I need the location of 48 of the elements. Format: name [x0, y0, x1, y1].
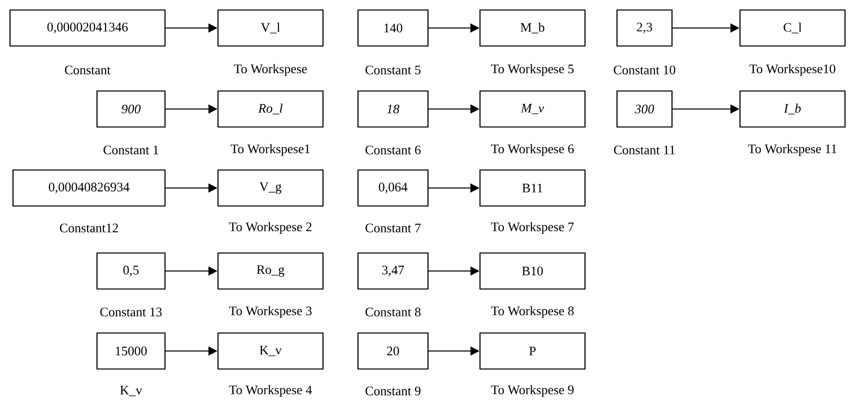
workspace-block: P: [479, 332, 586, 370]
constant-block: 0,00002041346: [9, 9, 166, 47]
block-label: To Workspese 11: [748, 144, 836, 156]
constant-block: 0,5: [96, 252, 166, 290]
block-label: Constant 10: [614, 66, 676, 74]
block-label: To Workspese10: [750, 64, 836, 76]
block-label: Constant 13: [100, 308, 162, 316]
block-label: To Workspese 4: [229, 385, 312, 397]
block-label: Constant12: [60, 224, 118, 232]
block-label: Constant 5: [366, 66, 420, 74]
block-label: Constant 11: [614, 146, 675, 154]
block-label: To Workspese 5: [491, 64, 574, 76]
constant-block: 140: [357, 9, 429, 47]
workspace-block: B10: [479, 252, 586, 290]
block-label: To Workspese 2: [229, 222, 312, 234]
constant-block: 900: [96, 90, 166, 128]
block-label: Constant: [64, 66, 111, 74]
block-label: To Workspese 6: [491, 144, 574, 156]
workspace-block: K_v: [217, 332, 324, 370]
workspace-block: B11: [479, 169, 586, 207]
constant-block: 300: [616, 90, 673, 128]
block-label: To Workspese 7: [491, 222, 574, 234]
block-label: Constant 1: [104, 146, 158, 154]
workspace-block: V_l: [217, 9, 324, 47]
workspace-block: Ro_g: [217, 252, 324, 290]
block-label: Constant 6: [366, 146, 421, 154]
workspace-block: M_v: [479, 90, 586, 128]
block-label: To Workspese: [234, 64, 307, 76]
constant-block: 2,3: [616, 9, 673, 47]
constant-block: 15000: [96, 332, 166, 370]
block-label: To Workspese1: [230, 144, 310, 156]
workspace-block: V_g: [217, 169, 324, 207]
constant-block: 0,064: [357, 169, 429, 207]
workspace-block: M_b: [479, 9, 586, 47]
constant-block: 18: [357, 90, 429, 128]
block-label: K_v: [120, 386, 142, 396]
constant-block: 20: [357, 332, 429, 370]
workspace-block: C_l: [739, 9, 846, 47]
block-label: Constant 9: [366, 386, 420, 396]
workspace-block: I_b: [739, 90, 846, 128]
block-label: To Workspese 8: [491, 306, 574, 318]
constant-block: 0,00040826934: [12, 169, 166, 207]
workspace-block: Ro_l: [217, 90, 324, 128]
constant-block: 3,47: [357, 252, 429, 290]
block-label: To Workspese 9: [491, 385, 574, 397]
block-label: To Workspese 3: [229, 306, 312, 318]
block-label: Constant 8: [366, 308, 420, 316]
block-label: Constant 7: [366, 224, 421, 232]
